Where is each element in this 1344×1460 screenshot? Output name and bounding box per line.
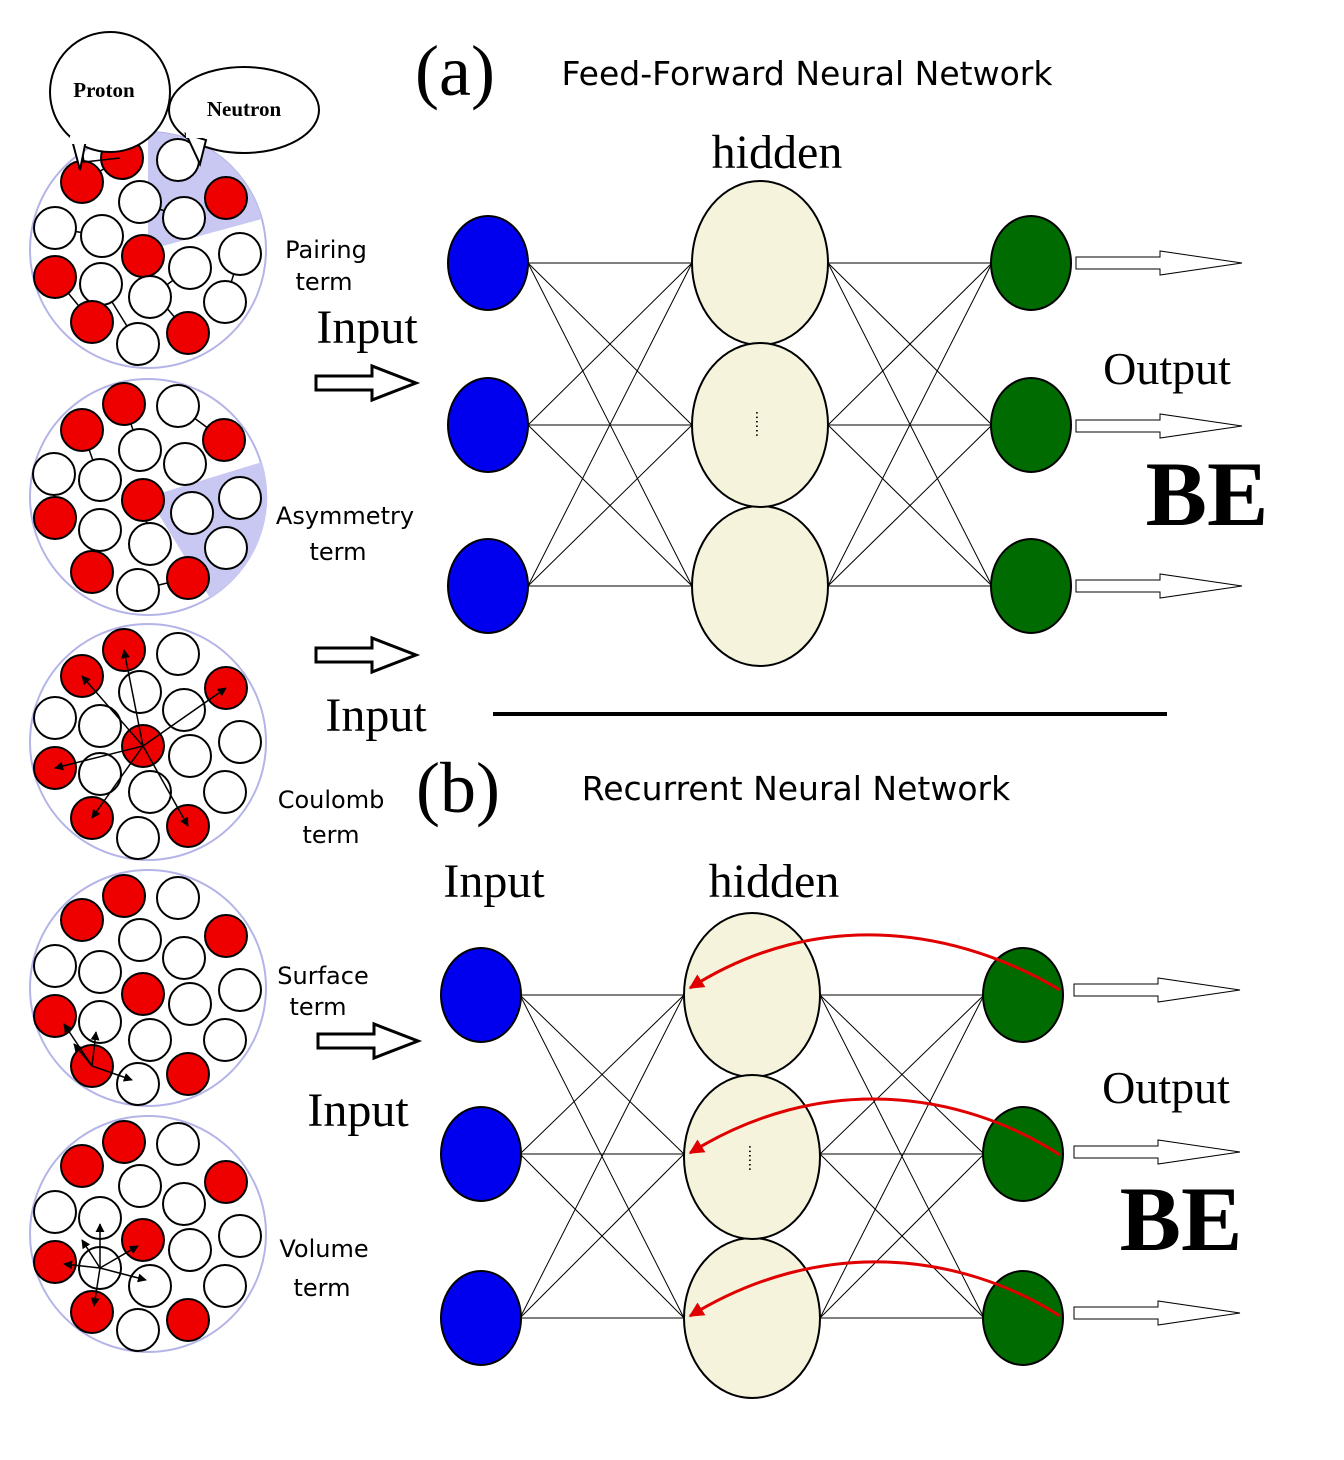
term-volume-line1: Volume bbox=[279, 1235, 368, 1263]
panel-b-input-node-3 bbox=[440, 1270, 522, 1366]
panel-a-output-node-3 bbox=[990, 538, 1072, 634]
panel-b-recurrent-arrow-1 bbox=[688, 933, 1061, 992]
panel-b-output-label: Output bbox=[1102, 1062, 1230, 1113]
term-asymmetry-line1: Asymmetry bbox=[276, 502, 414, 530]
term-surface-line1: Surface bbox=[277, 962, 368, 990]
nucleus-surface bbox=[29, 869, 267, 1107]
panel-b-hidden-node-2 bbox=[683, 1074, 821, 1240]
term-coulomb-line1: Coulomb bbox=[278, 786, 385, 814]
term-labels: Pairing term Asymmetry term Coulomb term… bbox=[276, 236, 414, 1302]
neutron-label: Neutron bbox=[207, 97, 282, 121]
panel-b-input-node-1 bbox=[440, 947, 522, 1043]
panel-b-letter: (b) bbox=[416, 748, 500, 828]
panel-a-title: Feed-Forward Neural Network bbox=[562, 54, 1054, 93]
term-pairing-line2: term bbox=[296, 268, 353, 296]
input-arrow-1 bbox=[314, 363, 421, 403]
panel-a-output-node-2 bbox=[990, 377, 1072, 473]
term-asymmetry-line2: term bbox=[310, 538, 367, 566]
input-arrow-3 bbox=[316, 1021, 423, 1061]
panel-a-output-node-1 bbox=[990, 215, 1072, 311]
panel-b-input-node-2 bbox=[440, 1106, 522, 1202]
panel-b-connections bbox=[519, 994, 985, 1319]
term-surface-line2: term bbox=[290, 993, 347, 1021]
panel-a-letter: (a) bbox=[415, 31, 495, 111]
panel-b-recurrent-arrow-3 bbox=[688, 1260, 1061, 1318]
term-pairing-line1: Pairing bbox=[285, 236, 367, 264]
neutron-callout: Neutron bbox=[168, 66, 320, 167]
proton-label: Proton bbox=[73, 78, 135, 102]
nucleus-volume bbox=[29, 1115, 267, 1353]
panel-a-feed-forward: (a) Feed-Forward Neural Network hidden I… bbox=[316, 31, 1268, 742]
volume-particles bbox=[33, 1120, 262, 1352]
panel-a-output-label: Output bbox=[1103, 343, 1231, 394]
panel-a-output-arrow-1 bbox=[1075, 250, 1243, 276]
panel-b-be-label: BE bbox=[1120, 1168, 1243, 1270]
panel-a-input-node-1 bbox=[447, 215, 529, 311]
panel-b-output-node-3 bbox=[982, 1270, 1064, 1366]
coulomb-repulsion-arrows bbox=[54, 649, 227, 827]
nucleus-asymmetry bbox=[29, 378, 268, 616]
panel-a-hidden-ellipsis: ...... bbox=[752, 411, 768, 438]
panel-b-hidden-node-1 bbox=[683, 912, 821, 1078]
panel-a-hidden-node-2 bbox=[691, 342, 829, 508]
panel-a-input-node-3 bbox=[447, 538, 529, 634]
term-coulomb-line2: term bbox=[303, 821, 360, 849]
input-arrow-2 bbox=[314, 635, 421, 675]
nucleus-coulomb bbox=[29, 623, 267, 861]
surface-particles bbox=[33, 874, 262, 1106]
input-arrows bbox=[314, 363, 423, 1061]
panel-a-input-node-2 bbox=[447, 377, 529, 473]
panel-b-input-label-2: Input bbox=[307, 1084, 409, 1137]
panel-a-input-label-2: Input bbox=[325, 689, 427, 742]
nucleus-pairing bbox=[29, 131, 267, 369]
panel-b-recurrent-arrow-2 bbox=[688, 1097, 1061, 1157]
asymmetry-particles bbox=[32, 382, 262, 612]
panel-b-hidden-label: hidden bbox=[709, 855, 840, 908]
panel-b-output-arrow-1 bbox=[1073, 977, 1241, 1003]
panel-a-hidden-label: hidden bbox=[712, 126, 843, 179]
panel-a-output-arrow-2 bbox=[1075, 413, 1243, 439]
panel-b-output-node-2 bbox=[982, 1106, 1064, 1202]
panel-a-output-arrow-3 bbox=[1075, 573, 1243, 599]
proton-callout: Proton bbox=[49, 31, 171, 171]
panel-b-hidden-ellipsis: ...... bbox=[745, 1145, 761, 1172]
panel-a-be-label: BE bbox=[1146, 443, 1269, 545]
surface-force-arrows bbox=[63, 1023, 133, 1082]
panel-b-recurrent: (b) Recurrent Neural Network hidden Inpu… bbox=[307, 748, 1243, 1399]
panel-b-output-arrow-3 bbox=[1073, 1300, 1241, 1326]
panel-a-connections bbox=[527, 262, 993, 587]
term-volume-line2: term bbox=[294, 1274, 351, 1302]
panel-b-output-arrow-2 bbox=[1073, 1139, 1241, 1165]
panel-b-title: Recurrent Neural Network bbox=[582, 769, 1011, 808]
panel-b-input-label-1: Input bbox=[443, 855, 545, 908]
panel-b-output-node-1 bbox=[982, 947, 1064, 1043]
panel-b-hidden-node-3 bbox=[683, 1237, 821, 1399]
volume-force-arrows bbox=[63, 1223, 147, 1307]
panel-a-input-label-1: Input bbox=[316, 301, 418, 354]
panel-a-hidden-node-1 bbox=[691, 180, 829, 346]
panel-a-hidden-node-3 bbox=[691, 505, 829, 667]
